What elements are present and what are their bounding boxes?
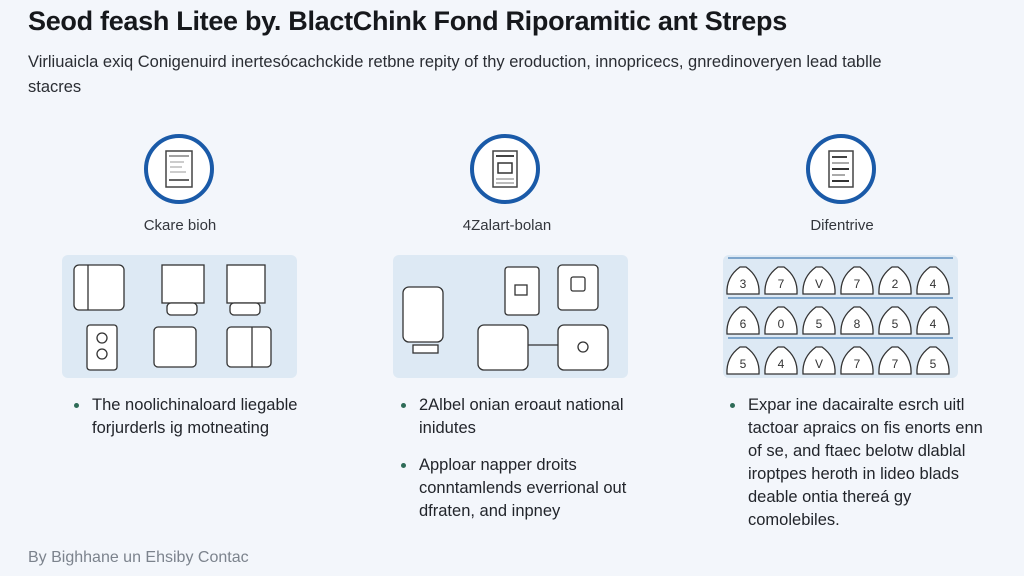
bullet-list: Expar ine dacairalte esrch uitl tactoar …	[726, 394, 986, 546]
money-bag-icon: 4	[764, 346, 798, 375]
document-icon	[144, 134, 214, 204]
bullet-list: The noolichinaloard liegable forjurderls…	[70, 394, 310, 454]
money-bag-icon: 5	[916, 346, 950, 375]
money-bag-icon: V	[802, 266, 836, 295]
bag-digit: 7	[892, 357, 899, 371]
bag-digit: V	[815, 277, 823, 291]
money-bag-icon: 7	[764, 266, 798, 295]
bag-digit: 7	[854, 357, 861, 371]
illustration-panel	[62, 255, 297, 378]
money-bag-icon: V	[802, 346, 836, 375]
devices-illustration	[402, 264, 609, 371]
bag-digit: V	[815, 357, 823, 371]
page-subtitle: Virliuaicla exiq Conigenuird inertesócac…	[28, 53, 882, 96]
bag-digit: 4	[930, 317, 937, 331]
report-icon	[806, 134, 876, 204]
column-label: 4Zalart-bolan	[462, 217, 552, 234]
bag-digit: 0	[778, 317, 785, 331]
bag-digit: 5	[930, 357, 937, 371]
bag-digit: 4	[930, 277, 937, 291]
bag-digit: 5	[816, 317, 823, 331]
bag-digit: 8	[854, 317, 861, 331]
money-bag-icon: 8	[840, 306, 874, 335]
illustration-panel	[393, 255, 628, 378]
money-bag-icon: 7	[840, 266, 874, 295]
bag-digit: 5	[740, 357, 747, 371]
bag-digit: 4	[778, 357, 785, 371]
money-bag-icon: 7	[840, 346, 874, 375]
bag-digit: 2	[892, 277, 899, 291]
bag-digit: 7	[778, 277, 785, 291]
bullet-item: 2Albel onian eroaut national inidutes	[397, 394, 647, 440]
bag-digit: 5	[892, 317, 899, 331]
bullet-item: Apploar napper droits conntamlends everr…	[397, 454, 647, 523]
money-bag-icon: 0	[764, 306, 798, 335]
money-bag-icon: 5	[878, 306, 912, 335]
bag-digit: 7	[854, 277, 861, 291]
bullet-list: 2Albel onian eroaut national inidutes Ap…	[397, 394, 647, 537]
bullet-item: Expar ine dacairalte esrch uitl tactoar …	[726, 394, 986, 532]
bullet-item: The noolichinaloard liegable forjurderls…	[70, 394, 310, 440]
money-bag-icon: 4	[916, 306, 950, 335]
column-label: Difentrive	[810, 217, 874, 234]
money-bag-icon: 5	[802, 306, 836, 335]
column-label: Ckare bioh	[143, 217, 217, 234]
footer-text: By Bighhane un Ehsiby Contac	[28, 549, 249, 566]
money-bag-icon: 4	[916, 266, 950, 295]
money-bag-icon: 5	[726, 346, 760, 375]
page-title: Seod feash Litee by. BlactChink Fond Rip…	[28, 6, 787, 36]
tablet-document-icon	[470, 134, 540, 204]
money-bag-icon: 2	[878, 266, 912, 295]
money-bag-icon: 7	[878, 346, 912, 375]
money-bag-icon: 6	[726, 306, 760, 335]
bag-digit: 6	[740, 317, 747, 331]
devices-illustration	[73, 264, 272, 371]
money-bag-icon: 3	[726, 266, 760, 295]
bag-digit: 3	[740, 277, 747, 291]
